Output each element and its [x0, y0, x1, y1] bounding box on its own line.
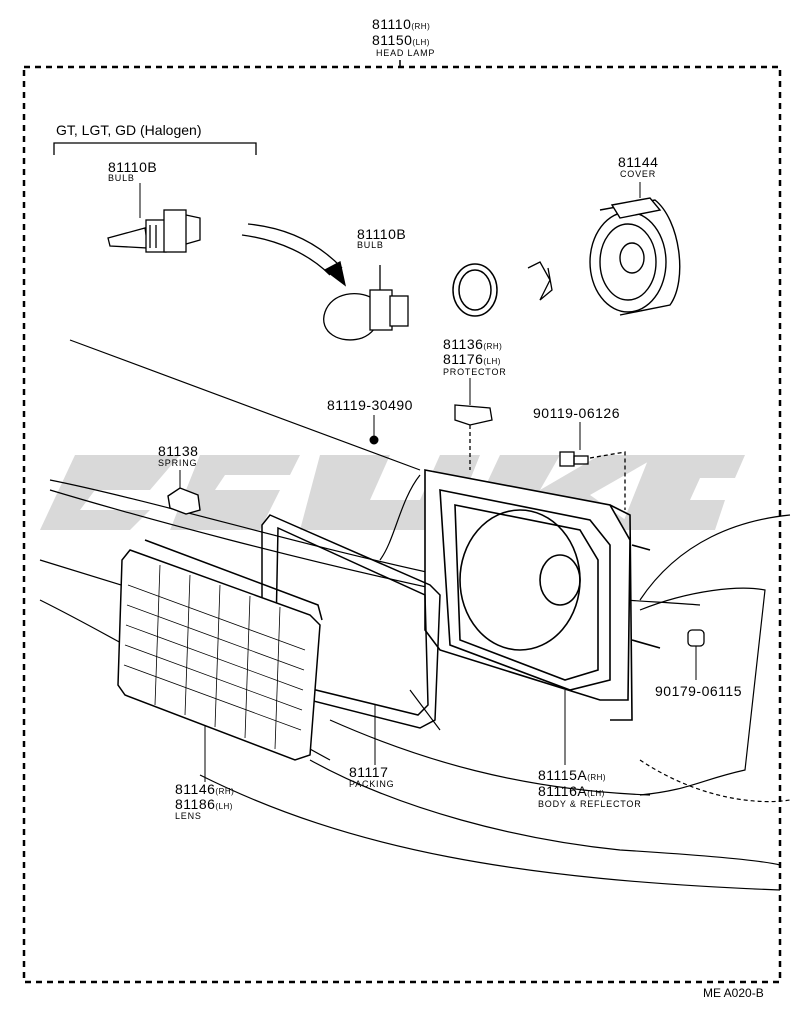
- cover-drawing: [589, 182, 681, 316]
- header-part-lh: 81150(LH): [372, 32, 430, 48]
- nut-drawing: [687, 629, 705, 680]
- callout-bulb-halogen-name: BULB: [108, 173, 135, 183]
- callout-protector-name: PROTECTOR: [443, 367, 507, 377]
- assembly-frame: [22, 65, 782, 984]
- callout-lens-name: LENS: [175, 811, 202, 821]
- lens-drawing: [117, 539, 323, 782]
- callout-protector-rh: 81136(RH): [443, 336, 503, 352]
- callout-spring-part: 81138: [158, 443, 199, 459]
- wire-clip-drawing: [527, 261, 553, 301]
- callout-nut-part: 90179-06115: [655, 683, 742, 699]
- callout-screw-part: 81119-30490: [327, 397, 413, 413]
- variant-bracket: [53, 142, 257, 155]
- callout-lens-lh: 81186(LH): [175, 796, 233, 812]
- spring-drawing: [167, 470, 201, 515]
- retaining-ring-drawing: [452, 263, 498, 317]
- replacement-arrow: [241, 223, 347, 287]
- halogen-bulb-drawing: [107, 209, 201, 253]
- protector-drawing: [454, 378, 493, 470]
- callout-bulb-std-name: BULB: [357, 240, 384, 250]
- callout-bulb-halogen-part: 81110B: [108, 159, 158, 175]
- callout-cover-name: COVER: [620, 169, 657, 179]
- variant-label: GT, LGT, GD (Halogen): [56, 122, 202, 138]
- diagram-code: ME A020-B: [703, 986, 764, 1000]
- callout-packing-name: PACKING: [349, 779, 395, 789]
- callout-body-rh: 81115A(RH): [538, 767, 607, 783]
- callout-bulb-std-part: 81110B: [357, 226, 407, 242]
- callout-body-lh: 81116A(LH): [538, 783, 605, 799]
- screw2-drawing: [559, 422, 626, 510]
- header-name: HEAD LAMP: [376, 48, 436, 58]
- callout-body-name: BODY & REFLECTOR: [538, 799, 642, 809]
- callout-protector-lh: 81176(LH): [443, 351, 501, 367]
- standard-bulb-drawing: [323, 265, 409, 341]
- body-reflector-drawing: [424, 469, 661, 765]
- header-part-rh: 81110(RH): [372, 16, 431, 32]
- callout-cover-part: 81144: [618, 154, 659, 170]
- callout-screw2-part: 90119-06126: [533, 405, 620, 421]
- callout-spring-name: SPRING: [158, 458, 198, 468]
- watermark-logo: [40, 455, 745, 530]
- callout-packing-part: 81117: [349, 764, 389, 780]
- screw-drawing: [369, 415, 379, 445]
- callout-lens-rh: 81146(RH): [175, 781, 235, 797]
